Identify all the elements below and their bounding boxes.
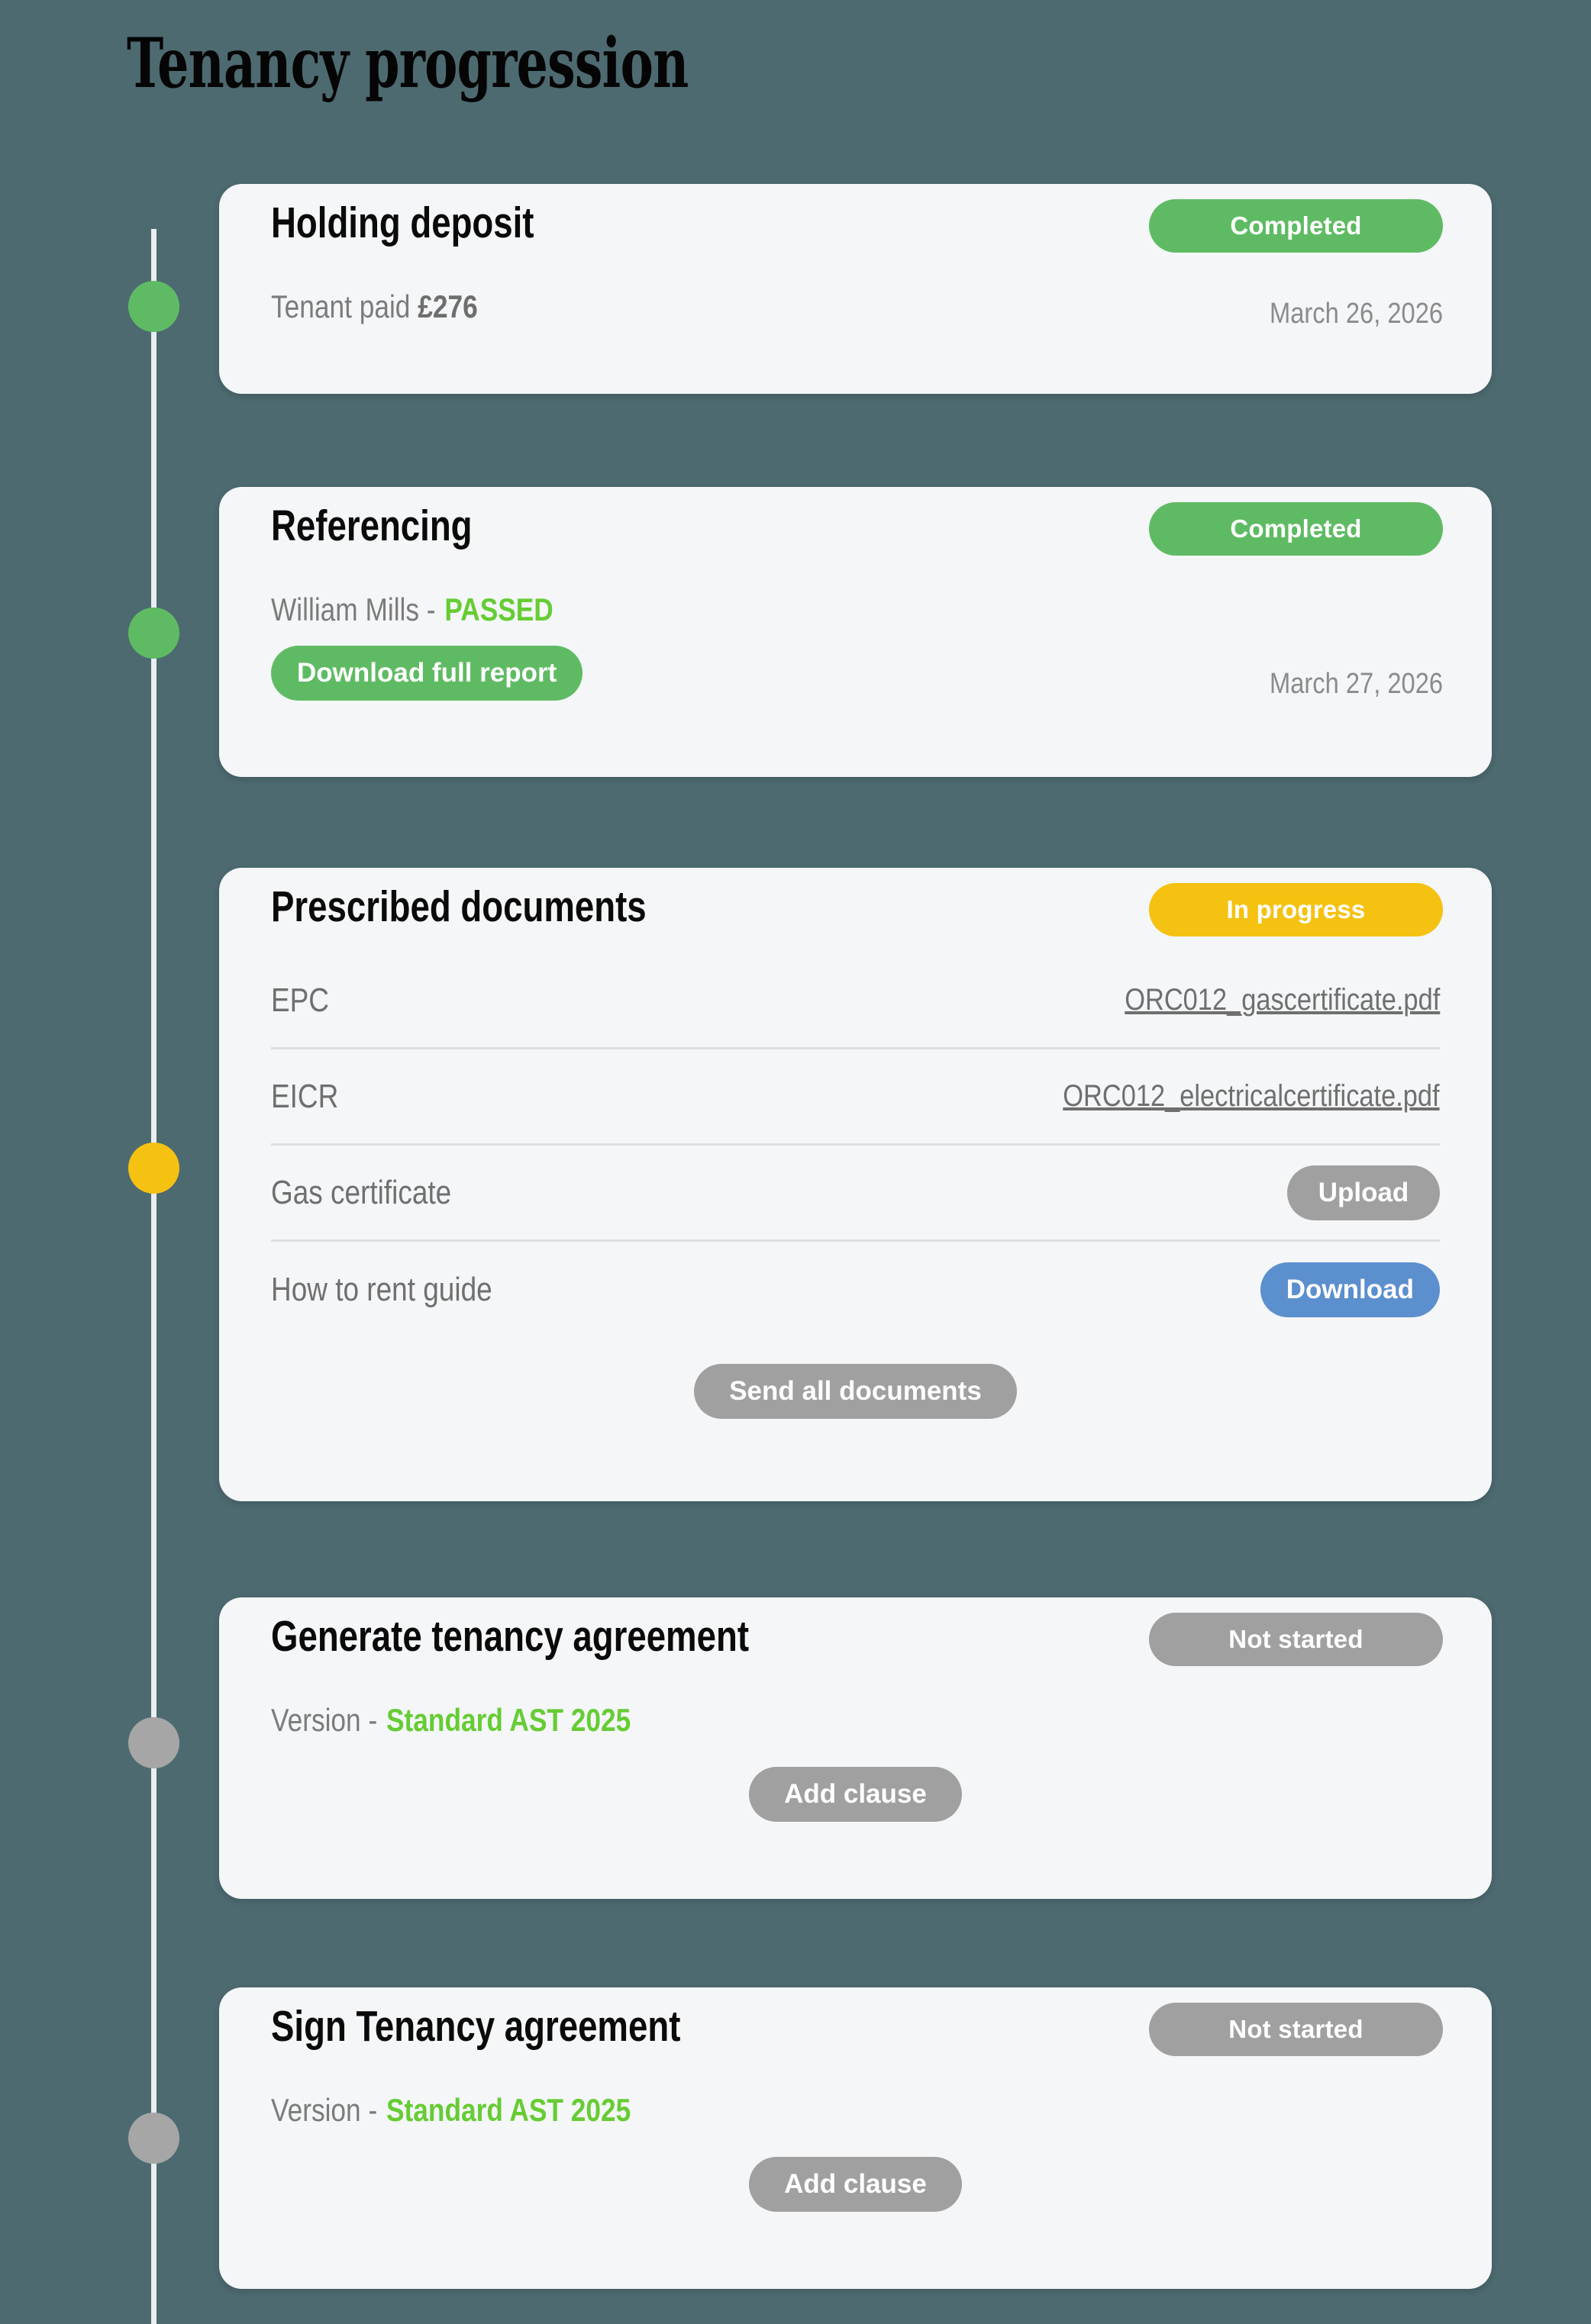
document-label: How to rent guide <box>271 1271 492 1308</box>
card-header: Sign Tenancy agreement Not started <box>219 1987 1492 2064</box>
timeline-dot-holding-deposit <box>128 281 179 332</box>
card-header: Holding deposit Completed <box>219 184 1492 260</box>
card-subtitle-row: Tenant paid £276 March 26, 2026 <box>219 283 1492 330</box>
timeline-dot-generate-tenancy-agreement <box>128 1717 179 1768</box>
step-card-sign-tenancy-agreement: Sign Tenancy agreement Not started Versi… <box>219 1987 1492 2289</box>
document-label: EPC <box>271 981 330 1019</box>
referencing-status-text: PASSED <box>444 591 553 627</box>
documents-list: EPC ORC012_gascertificate.pdf EICR ORC01… <box>219 953 1492 1338</box>
deposit-summary: Tenant paid £276 <box>271 288 478 324</box>
agreement-version-value: Standard AST 2025 <box>386 1702 631 1738</box>
step-title: Holding deposit <box>271 198 534 247</box>
card-footer-action-row: Add clause <box>219 2157 1492 2212</box>
card-subtitle-row: Version -Standard AST 2025 <box>219 2087 1492 2131</box>
step-card-generate-tenancy-agreement: Generate tenancy agreement Not started V… <box>219 1597 1492 1899</box>
document-row-eicr: EICR ORC012_electricalcertificate.pdf <box>271 1049 1440 1146</box>
step-card-holding-deposit: Holding deposit Completed Tenant paid £2… <box>219 184 1492 394</box>
upload-gas-certificate-button[interactable]: Upload <box>1287 1165 1440 1220</box>
document-label: Gas certificate <box>271 1173 452 1211</box>
step-date: March 26, 2026 <box>1269 298 1443 330</box>
step-card-referencing: Referencing Completed William Mills -PAS… <box>219 487 1492 777</box>
download-how-to-rent-guide-button[interactable]: Download <box>1260 1262 1440 1317</box>
step-title: Prescribed documents <box>271 882 647 931</box>
document-row-epc: EPC ORC012_gascertificate.pdf <box>271 953 1440 1049</box>
add-clause-button[interactable]: Add clause <box>749 1767 962 1822</box>
download-full-report-button[interactable]: Download full report <box>271 646 583 701</box>
status-badge: Completed <box>1149 502 1443 556</box>
status-badge: Not started <box>1149 2003 1443 2056</box>
timeline-dot-prescribed-documents <box>128 1143 179 1194</box>
document-action: Download <box>1260 1262 1440 1317</box>
status-badge: Not started <box>1149 1613 1443 1666</box>
step-date: March 27, 2026 <box>1269 668 1443 700</box>
add-clause-button[interactable]: Add clause <box>749 2157 962 2212</box>
step-card-prescribed-documents: Prescribed documents In progress EPC ORC… <box>219 868 1492 1501</box>
document-row-gas-certificate: Gas certificate Upload <box>271 1146 1440 1242</box>
timeline-dot-sign-tenancy-agreement <box>128 2113 179 2164</box>
card-header: Prescribed documents In progress <box>219 868 1492 944</box>
deposit-amount: £276 <box>418 288 478 324</box>
status-badge: In progress <box>1149 883 1443 936</box>
card-subtitle-row: William Mills -PASSED <box>219 586 1492 630</box>
agreement-version: Version -Standard AST 2025 <box>271 1702 631 1738</box>
card-action-row: Download full report March 27, 2026 <box>219 646 1492 707</box>
card-header: Generate tenancy agreement Not started <box>219 1597 1492 1674</box>
timeline-dot-referencing <box>128 608 179 659</box>
document-file-link[interactable]: ORC012_electricalcertificate.pdf <box>1063 1079 1440 1113</box>
referencing-result: William Mills -PASSED <box>271 591 553 627</box>
send-all-documents-button[interactable]: Send all documents <box>694 1364 1017 1419</box>
card-subtitle-row: Version -Standard AST 2025 <box>219 1697 1492 1741</box>
page-title: Tenancy progression <box>127 23 689 104</box>
timeline-rail <box>151 229 157 2324</box>
card-footer-action-row: Add clause <box>219 1767 1492 1822</box>
document-row-how-to-rent-guide: How to rent guide Download <box>271 1242 1440 1338</box>
step-title: Referencing <box>271 501 473 550</box>
document-label: EICR <box>271 1077 339 1115</box>
card-header: Referencing Completed <box>219 487 1492 563</box>
agreement-version: Version -Standard AST 2025 <box>271 2092 631 2128</box>
document-file-link[interactable]: ORC012_gascertificate.pdf <box>1124 983 1440 1017</box>
document-action: Upload <box>1287 1165 1440 1220</box>
card-footer-action-row: Send all documents <box>219 1364 1492 1419</box>
step-title: Sign Tenancy agreement <box>271 2002 681 2051</box>
step-title: Generate tenancy agreement <box>271 1612 749 1661</box>
status-badge: Completed <box>1149 199 1443 253</box>
agreement-version-value: Standard AST 2025 <box>386 2092 631 2128</box>
